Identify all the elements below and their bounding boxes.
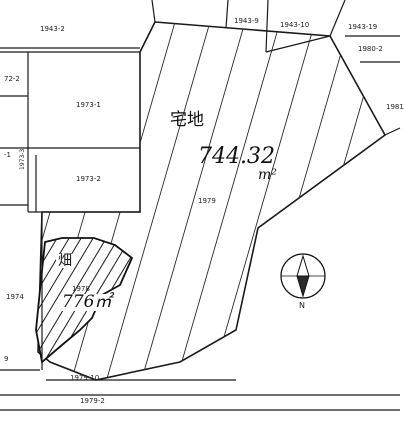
residential-area-unit: m² [258,167,277,183]
parcel-label: 72-2 [4,75,20,83]
compass-rose [280,253,326,299]
field-use-label: 畑 [56,253,74,269]
parcel-label: 1974 [6,293,24,301]
parcel-label: 1943-19 [348,23,378,31]
parcel-label: 1943-9 [234,17,259,25]
parcel-label: 1980-2 [358,45,383,53]
parcel-label: 1979-2 [80,397,105,405]
parcel-label: 9 [4,355,9,363]
parcel-label: 1979 [198,197,216,205]
parcel-label: 1973-3 [19,148,26,170]
field-area-label: 776㎡ [60,292,114,312]
residential-hatching [38,22,385,380]
parcel-label: 1978 [72,285,90,293]
parcel-label: 1981 [386,103,404,111]
compass-north-label: N [299,301,305,310]
parcel-label: -1 [4,151,11,159]
residential-use-label: 宅地 [170,110,204,130]
parcel-label: 1943-2 [40,25,65,33]
parcel-label: 1979-10 [70,374,100,382]
boundary-lines [0,0,401,411]
parcel-label: 1943-10 [280,21,310,29]
residential-area-value: 744.32 [198,144,275,169]
parcel-label: 1973-1 [76,101,101,109]
parcel-label: 1973-2 [76,175,101,183]
